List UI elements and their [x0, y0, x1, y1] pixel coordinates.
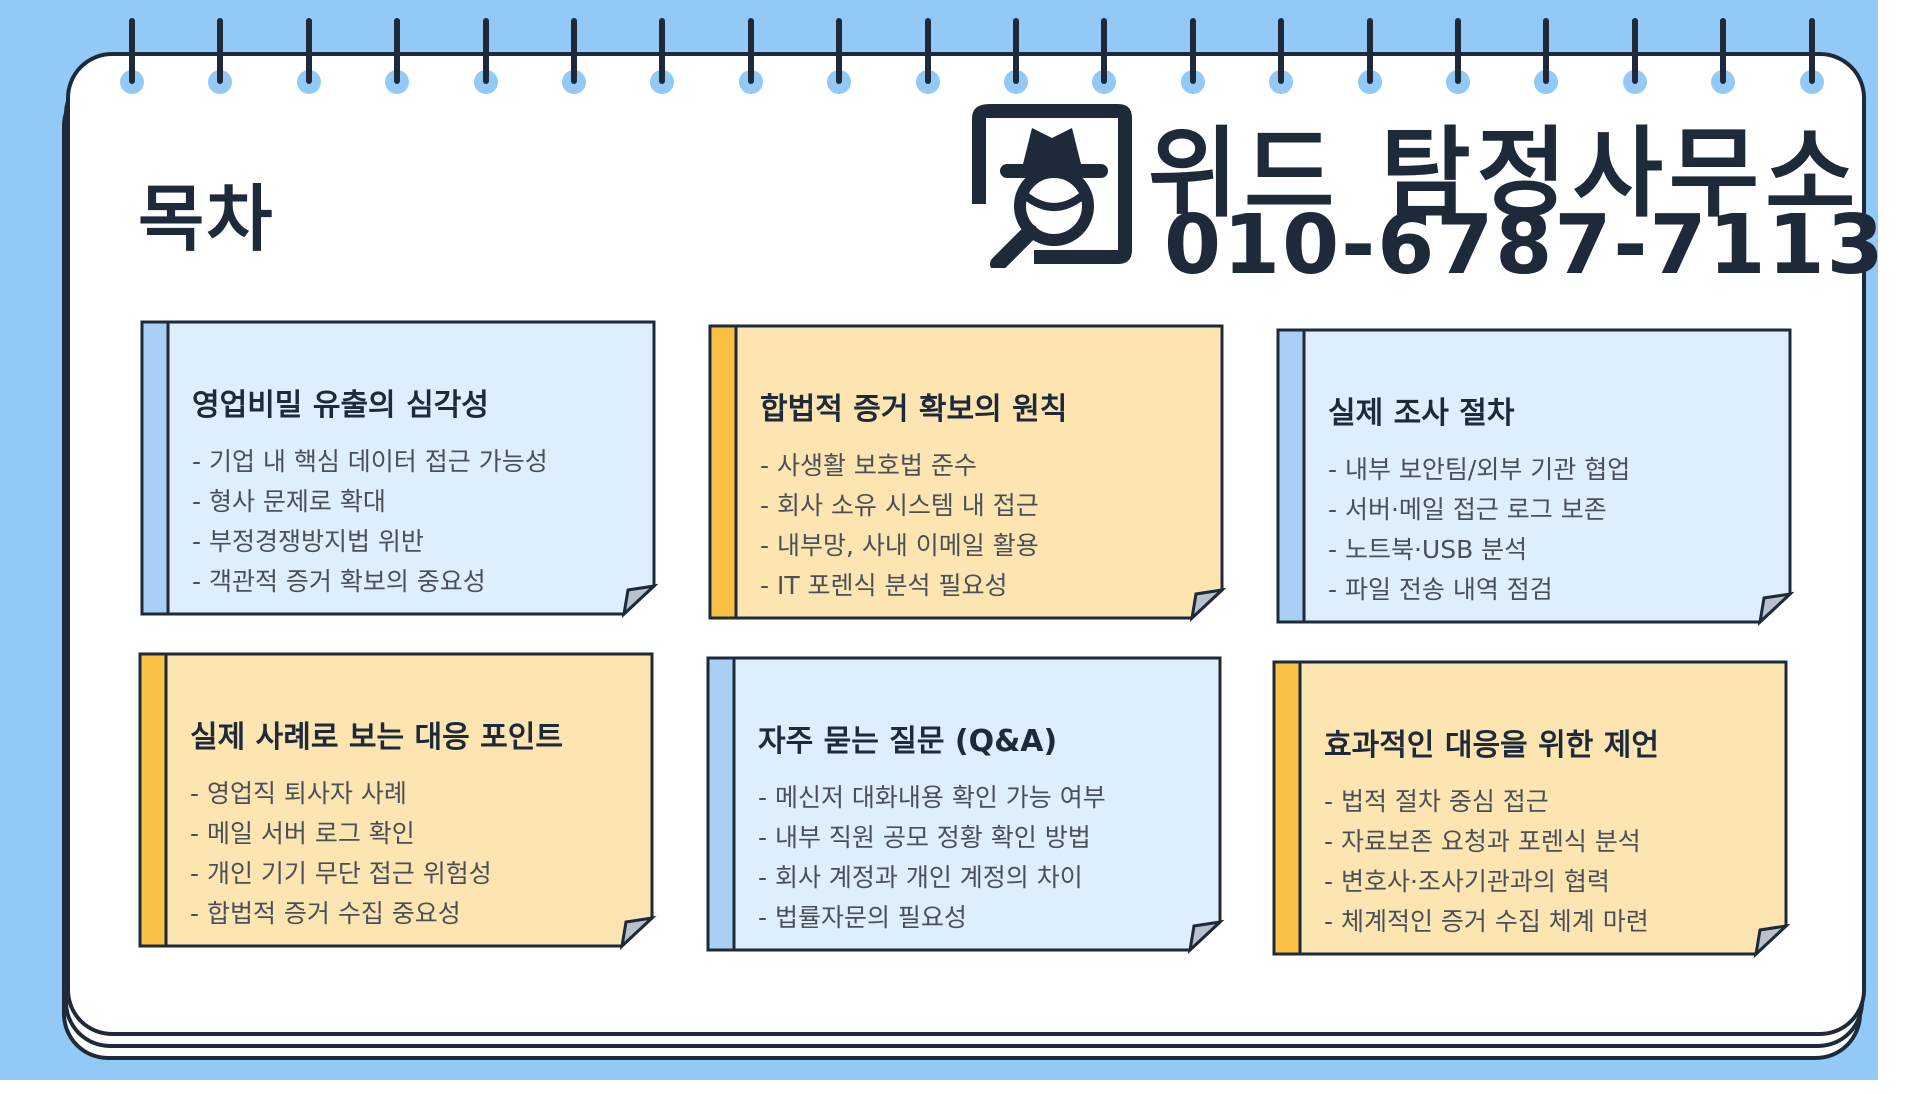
card-title: 합법적 증거 확보의 원칙 [760, 392, 1068, 427]
binding-ring [827, 18, 852, 94]
binding-ring [562, 18, 586, 94]
list-item: - 기업 내 핵심 데이터 접근 가능성 [192, 447, 548, 476]
list-item: - 합법적 증거 수집 중요성 [190, 899, 461, 928]
card-list: - 메신저 대화내용 확인 가능 여부 - 내부 직원 공모 정황 확인 방법 - … [758, 778, 1192, 938]
toc-card: 영업비밀 유출의 심각성 - 기업 내 핵심 데이터 접근 가능성 - 형사 문제로… [140, 320, 659, 619]
sticky-note [1272, 660, 1791, 959]
list-item: - 노트북·USB 분석 [1328, 535, 1528, 564]
list-item: - 내부 보안팀/외부 기관 협업 [1328, 455, 1631, 484]
list-item: - IT 포렌식 분석 필요성 [760, 571, 1008, 600]
binding-ring [1357, 18, 1382, 94]
phone-number: 010-6787-7113 [1164, 198, 1886, 293]
card-title: 효과적인 대응을 위한 제언 [1324, 728, 1659, 763]
toc-card: 실제 조사 절차 - 내부 보안팀/외부 기관 협업 - 서버·메일 접근 로그 보… [1276, 328, 1795, 627]
card-list: - 법적 절차 중심 접근 - 자료보존 요청과 포렌식 분석 - 변호사·조사기관… [1324, 782, 1758, 942]
binding-ring [1622, 18, 1647, 94]
toc-card: 합법적 증거 확보의 원칙 - 사생활 보호법 준수 - 회사 소유 시스템 내 접… [708, 324, 1227, 623]
sticky-note [140, 320, 659, 619]
binding-ring [1092, 18, 1117, 94]
toc-card: 효과적인 대응을 위한 제언 - 법적 절차 중심 접근 - 자료보존 요청과 포렌… [1272, 660, 1791, 959]
list-item: - 객관적 증거 확보의 중요성 [192, 567, 486, 596]
binding-ring [1534, 18, 1559, 94]
card-title: 자주 묻는 질문 (Q&A) [758, 724, 1058, 759]
list-item: - 형사 문제로 확대 [192, 487, 386, 516]
card-list: - 사생활 보호법 준수 - 회사 소유 시스템 내 접근 - 내부망, 사내 이메… [760, 446, 1194, 606]
list-item: - 메신저 대화내용 확인 가능 여부 [758, 783, 1106, 812]
card-list: - 내부 보안팀/외부 기관 협업 - 서버·메일 접근 로그 보존 - 노트북·U… [1328, 450, 1762, 610]
list-item: - 법률자문의 필요성 [758, 903, 967, 932]
list-item: - 파일 전송 내역 점검 [1328, 575, 1553, 604]
binding-ring [1180, 18, 1205, 94]
binding-ring [120, 18, 144, 94]
list-item: - 회사 소유 시스템 내 접근 [760, 491, 1039, 520]
toc-card: 실제 사례로 보는 대응 포인트 - 영업직 퇴사자 사례 - 메일 서버 로그 확… [138, 652, 657, 951]
brand-name: 위드 탐정사무소 [1148, 117, 1862, 231]
binding-ring [296, 18, 321, 94]
card-list: - 기업 내 핵심 데이터 접근 가능성 - 형사 문제로 확대 - 부정경쟁방지법… [192, 442, 626, 602]
binding-ring [1004, 18, 1028, 94]
list-item: - 법적 절차 중심 접근 [1324, 787, 1549, 816]
binding-ring [650, 18, 675, 94]
binding-ring [1711, 18, 1736, 94]
card-title: 실제 조사 절차 [1328, 396, 1515, 431]
binding-ring [1799, 18, 1824, 94]
list-item: - 내부망, 사내 이메일 활용 [760, 531, 1039, 560]
list-item: - 자료보존 요청과 포렌식 분석 [1324, 827, 1641, 856]
list-item: - 체계적인 증거 수집 체계 마련 [1324, 907, 1649, 936]
list-item: - 내부 직원 공모 정황 확인 방법 [758, 823, 1091, 852]
list-item: - 메일 서버 로그 확인 [190, 819, 415, 848]
binding-ring [1269, 18, 1294, 94]
toc-card: 자주 묻는 질문 (Q&A) - 메신저 대화내용 확인 가능 여부 - 내부 직원… [706, 656, 1225, 955]
card-title: 실제 사례로 보는 대응 포인트 [190, 720, 563, 755]
list-item: - 부정경쟁방지법 위반 [192, 527, 424, 556]
list-item: - 개인 기기 무단 접근 위험성 [190, 859, 492, 888]
sticky-note [708, 324, 1227, 623]
binding-ring [385, 18, 410, 94]
binding-ring [1446, 18, 1470, 94]
list-item: - 서버·메일 접근 로그 보존 [1328, 495, 1607, 524]
binding-ring [738, 18, 763, 94]
card-title: 영업비밀 유출의 심각성 [192, 388, 489, 423]
detective-magnifier-icon [972, 104, 1132, 268]
toc-title: 목차 [138, 177, 275, 261]
binding-ring [915, 18, 940, 94]
sticky-note [706, 656, 1225, 955]
list-item: - 변호사·조사기관과의 협력 [1324, 867, 1610, 896]
list-item: - 사생활 보호법 준수 [760, 451, 977, 480]
sticky-note [1276, 328, 1795, 627]
binding-ring [473, 18, 498, 94]
sticky-note [138, 652, 657, 951]
list-item: - 영업직 퇴사자 사례 [190, 779, 407, 808]
card-list: - 영업직 퇴사자 사례 - 메일 서버 로그 확인 - 개인 기기 무단 접근 위… [190, 774, 624, 934]
list-item: - 회사 계정과 개인 계정의 차이 [758, 863, 1083, 892]
binding-ring [208, 18, 233, 94]
